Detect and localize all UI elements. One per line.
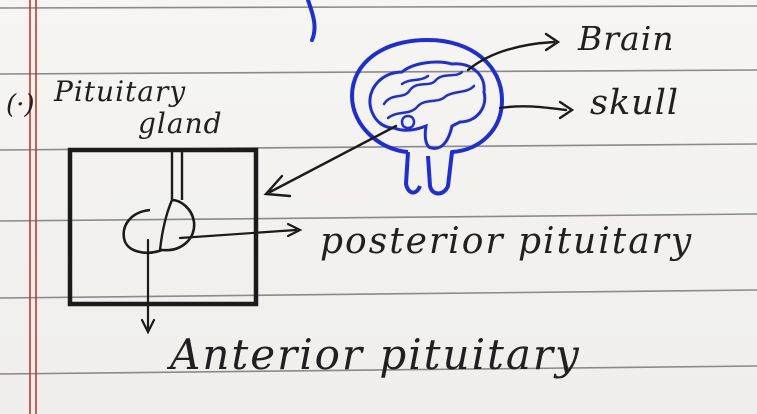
brain-gyri [384,72,474,118]
margin-line [30,0,36,414]
skull-label: skull [590,86,679,121]
pituitary-gland-shape [124,200,194,253]
ruled-line [0,214,757,221]
pituitary-label: Pituitary [54,78,186,106]
anterior-pituitary-label: Anterior pituitary [170,334,581,376]
ruled-lines [0,6,757,374]
ruled-line [0,6,757,8]
brain-pituitary-dot [402,116,414,128]
brain-arrow [468,34,558,70]
brain-label: Brain [578,22,675,55]
gland-label: gland [138,110,223,138]
skull-arrow [500,102,572,118]
posterior-pituitary-label: posterior pituitary [320,224,693,260]
ruled-line [0,70,757,74]
pituitary-stalk [172,150,182,200]
blue-ink-stroke-top [308,0,315,40]
pituitary-posterior-lobe [160,200,172,250]
posterior-arrow [180,224,300,238]
item-number: (·) [6,92,35,118]
skull-stem-left [406,152,420,193]
pituitary-pointer-arrow [266,126,396,196]
ruled-line [0,290,757,298]
